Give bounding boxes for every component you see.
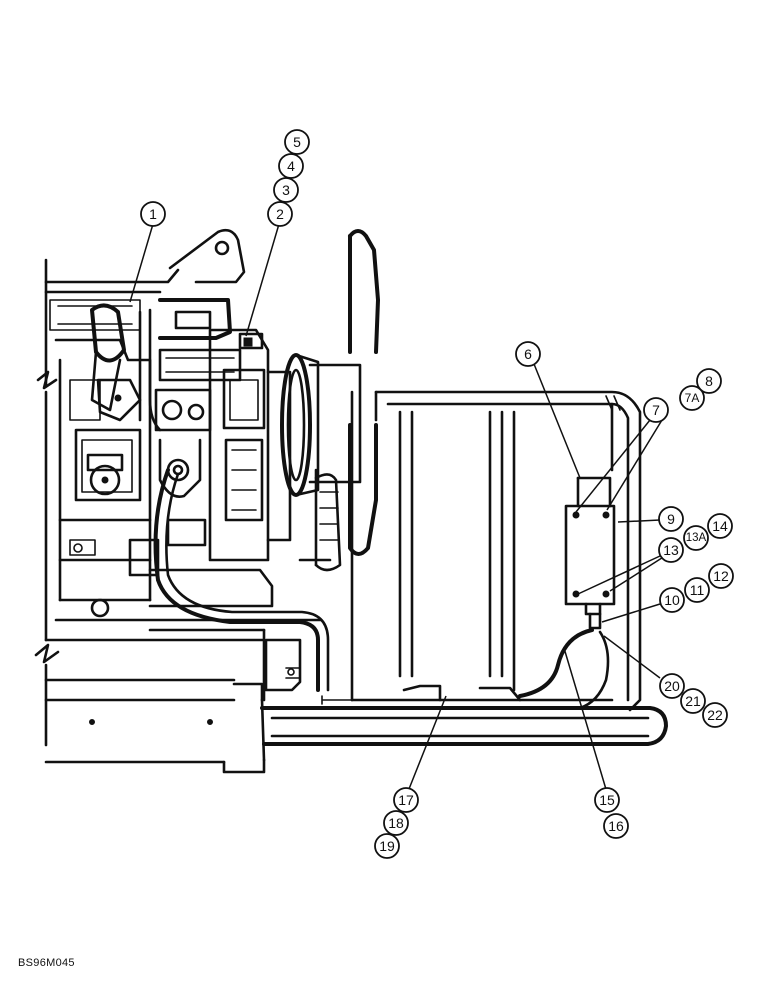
callout-13: 13 (658, 537, 684, 563)
callout-15: 15 (594, 787, 620, 813)
svg-text:22: 22 (707, 707, 723, 723)
callout-9: 9 (658, 506, 684, 532)
svg-text:20: 20 (664, 678, 680, 694)
svg-text:8: 8 (705, 373, 713, 389)
svg-text:3: 3 (282, 182, 290, 198)
svg-text:7A: 7A (685, 391, 700, 405)
svg-text:4: 4 (287, 158, 295, 174)
fan-pulley-assembly (266, 229, 380, 572)
callout-2: 2 (267, 201, 293, 227)
svg-text:16: 16 (608, 818, 624, 834)
callout-21: 21 (680, 688, 706, 714)
callout-14: 14 (707, 513, 733, 539)
callout-16: 16 (603, 813, 629, 839)
svg-text:5: 5 (293, 134, 301, 150)
svg-text:9: 9 (667, 511, 675, 527)
svg-text:1: 1 (149, 206, 157, 222)
svg-text:7: 7 (652, 402, 660, 418)
callout-10: 10 (659, 587, 685, 613)
hoses (153, 468, 610, 710)
svg-text:15: 15 (599, 792, 615, 808)
engine-block (34, 228, 322, 747)
callout-20: 20 (659, 673, 685, 699)
svg-text:2: 2 (276, 206, 284, 222)
callout-18: 18 (383, 810, 409, 836)
radiator (321, 390, 642, 712)
coolant-filter (564, 476, 616, 630)
callout-17: 17 (393, 787, 419, 813)
callout-1: 1 (140, 201, 166, 227)
callout-6: 6 (515, 341, 541, 367)
callout-7a: 7A (679, 385, 705, 411)
svg-text:21: 21 (685, 693, 701, 709)
svg-text:11: 11 (690, 582, 705, 598)
callout-13a: 13A (683, 525, 709, 551)
callout-5: 5 (284, 129, 310, 155)
svg-text:12: 12 (713, 568, 729, 584)
svg-text:13A: 13A (686, 532, 707, 544)
callout-4: 4 (278, 153, 304, 179)
callout-12: 12 (708, 563, 734, 589)
callout-11: 11 (684, 577, 710, 603)
figure-code: BS96M045 (18, 957, 75, 969)
callout-19: 19 (374, 833, 400, 859)
callout-8: 8 (696, 368, 722, 394)
svg-text:17: 17 (398, 792, 414, 808)
svg-text:13: 13 (663, 542, 679, 558)
callout-22: 22 (702, 702, 728, 728)
svg-text:6: 6 (524, 346, 532, 362)
svg-text:18: 18 (388, 815, 404, 831)
svg-text:10: 10 (664, 592, 680, 608)
svg-text:19: 19 (379, 838, 395, 854)
leader-lines (129, 223, 666, 797)
callout-7: 7 (643, 397, 669, 423)
machine-frame (44, 628, 668, 774)
svg-text:14: 14 (712, 518, 728, 534)
callout-3: 3 (273, 177, 299, 203)
